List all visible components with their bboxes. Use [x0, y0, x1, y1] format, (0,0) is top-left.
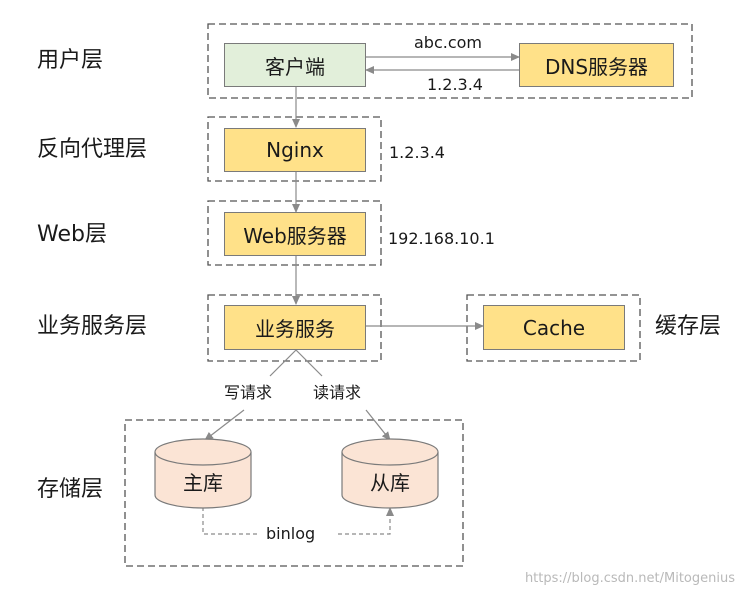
master-db-cylinder	[154, 438, 252, 509]
nginx-ip-label: 1.2.3.4	[389, 143, 445, 162]
dns-query-label: abc.com	[414, 33, 483, 52]
write-request-arrow	[204, 409, 245, 441]
read-request-line	[295, 349, 323, 377]
cache-layer-group	[466, 294, 641, 362]
slave-db-label: 从库	[370, 471, 410, 495]
binlog-label: binlog	[266, 524, 316, 543]
binlog-line-left	[202, 507, 258, 535]
client-node: 客户端	[224, 43, 366, 87]
binlog-arrow-right	[338, 507, 394, 535]
write-request-line	[269, 349, 297, 377]
user-layer-group	[207, 23, 693, 99]
cache-node: Cache	[483, 305, 625, 350]
reverse-proxy-layer-group	[207, 116, 382, 182]
reverse-proxy-layer-label: 反向代理层	[37, 137, 148, 162]
user-layer-label: 用户层	[37, 48, 104, 73]
slave-db-cylinder	[341, 438, 439, 509]
storage-layer-label: 存储层	[37, 477, 104, 502]
dns-reply-label: 1.2.3.4	[427, 75, 483, 94]
business-layer-label: 业务服务层	[37, 314, 148, 339]
storage-layer-group	[124, 419, 464, 567]
business-layer-group	[207, 294, 382, 362]
web-layer-label: Web层	[37, 222, 107, 247]
business-service-node: 业务服务	[224, 305, 366, 350]
web-ip-label: 192.168.10.1	[388, 229, 495, 248]
watermark: https://blog.csdn.net/Mitogenius	[524, 571, 735, 586]
read-request-label: 读请求	[313, 383, 362, 402]
read-request-arrow	[365, 409, 391, 441]
master-db-label: 主库	[183, 471, 223, 495]
nginx-node: Nginx	[224, 128, 366, 172]
dns-server-node: DNS服务器	[519, 43, 674, 87]
cache-layer-label: 缓存层	[655, 314, 722, 339]
write-request-label: 写请求	[224, 383, 273, 402]
web-server-node: Web服务器	[224, 212, 366, 256]
web-layer-group	[207, 200, 382, 266]
